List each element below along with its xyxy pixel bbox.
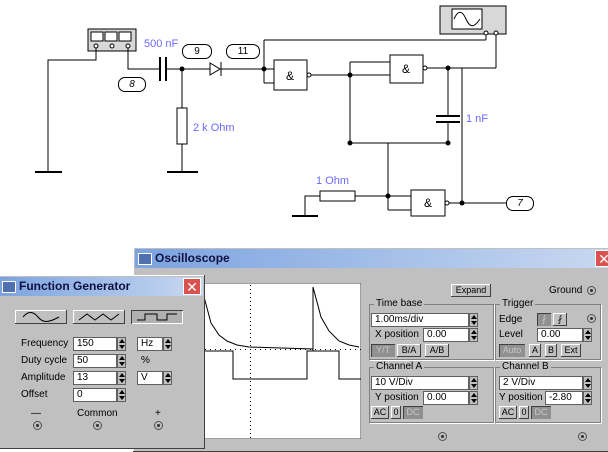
- frequency-label: Frequency: [21, 338, 69, 349]
- channel-b-terminal[interactable]: [578, 432, 587, 441]
- channel-b-trace: [203, 350, 361, 380]
- channel-a-group: Channel A: [369, 361, 494, 423]
- channel-a-scale-field[interactable]: 10 V/Div: [371, 376, 469, 390]
- resistor-r1-label: 2 k Ohm: [193, 122, 235, 134]
- offset-stepper[interactable]: [117, 388, 126, 402]
- plus-terminal-label: +: [155, 408, 161, 419]
- frequency-unit[interactable]: Hz: [137, 337, 163, 351]
- channel-a-ypos-label: Y position: [375, 392, 419, 403]
- capacitor-c1-label: 500 nF: [144, 38, 179, 50]
- amplitude-stepper[interactable]: [117, 371, 126, 385]
- time-base-field[interactable]: 1.00ms/div: [371, 313, 469, 327]
- oscilloscope-title: Oscilloscope: [155, 251, 230, 265]
- channel-a-terminal[interactable]: [438, 432, 447, 441]
- channel-a-dc-button[interactable]: DC: [403, 406, 423, 419]
- oscilloscope-screen: [203, 283, 361, 439]
- time-base-group: Time base: [369, 298, 494, 360]
- sine-wave-icon[interactable]: [15, 310, 67, 324]
- falling-edge-icon[interactable]: ⨏: [553, 313, 567, 326]
- x-position-stepper[interactable]: [469, 328, 478, 342]
- frequency-stepper[interactable]: [117, 337, 126, 351]
- common-terminal-label: Common: [77, 408, 118, 419]
- frequency-unit-stepper[interactable]: [163, 337, 172, 351]
- channel-b-ypos-field[interactable]: -2.80: [545, 391, 583, 405]
- amplitude-unit[interactable]: V: [137, 371, 163, 385]
- channel-b-scale-field[interactable]: 2 V/Div: [499, 376, 583, 390]
- channel-b-ypos-stepper[interactable]: [583, 391, 592, 405]
- channel-b-group: Channel B: [495, 361, 601, 423]
- channel-b-dc-button[interactable]: DC: [531, 406, 551, 419]
- triangle-wave-icon[interactable]: [73, 310, 125, 324]
- channel-a-zero-button[interactable]: 0: [391, 406, 401, 419]
- window-icon: [138, 253, 152, 265]
- duty-cycle-unit: %: [141, 355, 150, 366]
- offset-field[interactable]: 0: [73, 388, 117, 402]
- channel-a-ypos-stepper[interactable]: [469, 391, 478, 405]
- window-icon: [2, 281, 16, 293]
- amplitude-label: Amplitude: [21, 372, 66, 383]
- channel-b-zero-button[interactable]: 0: [519, 406, 529, 419]
- close-icon[interactable]: ✕: [183, 278, 201, 295]
- channel-a-scale-stepper[interactable]: [469, 376, 478, 390]
- minus-terminal[interactable]: [33, 421, 42, 430]
- ground-label: Ground: [549, 285, 583, 296]
- channel-a-ac-button[interactable]: AC: [371, 406, 389, 419]
- resistor-r2-label: 1 Ohm: [316, 175, 350, 187]
- duty-cycle-field[interactable]: 50: [73, 354, 117, 368]
- channel-a-ypos-field[interactable]: 0.00: [423, 391, 469, 405]
- minus-terminal-label: —: [31, 408, 41, 419]
- x-position-label: X position: [375, 329, 419, 340]
- x-position-field[interactable]: 0.00: [423, 328, 469, 342]
- mode-yt-button[interactable]: Y/T: [371, 344, 395, 357]
- trigger-terminal[interactable]: [587, 314, 596, 323]
- level-field[interactable]: 0.00: [537, 328, 583, 342]
- trigger-ext-button[interactable]: Ext: [561, 344, 581, 357]
- node-tag: 7: [506, 196, 534, 211]
- waveform-selector: [15, 310, 183, 324]
- node-tag: 11: [226, 44, 260, 59]
- level-stepper[interactable]: [583, 328, 592, 342]
- mode-ab-button[interactable]: A/B: [425, 344, 449, 357]
- frequency-field[interactable]: 150: [73, 337, 117, 351]
- ground-terminal[interactable]: [587, 286, 596, 295]
- edge-label: Edge: [499, 314, 523, 325]
- close-icon[interactable]: ✕: [595, 250, 608, 267]
- capacitor-c2-label: 1 nF: [466, 113, 489, 125]
- trigger-auto-button[interactable]: Auto: [499, 344, 525, 357]
- trigger-group: Trigger: [495, 298, 601, 360]
- nand-gate-1: &: [286, 69, 294, 83]
- duty-cycle-label: Duty cycle: [21, 355, 68, 366]
- rising-edge-icon[interactable]: ⨏: [537, 313, 551, 326]
- square-wave-icon[interactable]: [131, 310, 183, 324]
- nand-gate-2: &: [402, 62, 410, 76]
- time-base-stepper[interactable]: [469, 313, 478, 327]
- grid-dots: [205, 285, 361, 438]
- common-terminal[interactable]: [93, 421, 102, 430]
- trigger-b-button[interactable]: B: [545, 344, 557, 357]
- oscilloscope-window: Oscilloscope ✕ Expand Ground Time base 1…: [133, 247, 608, 452]
- node-tag: 9: [182, 44, 212, 59]
- nand-gate-3: &: [424, 196, 432, 210]
- channel-b-scale-stepper[interactable]: [583, 376, 592, 390]
- channel-b-ac-button[interactable]: AC: [499, 406, 517, 419]
- duty-cycle-stepper[interactable]: [117, 354, 126, 368]
- channel-a-trace: [203, 286, 360, 351]
- trigger-a-button[interactable]: A: [529, 344, 541, 357]
- function-generator-window: Function Generator ✕ Frequency 150 Hz Du…: [0, 275, 205, 449]
- offset-label: Offset: [21, 389, 48, 400]
- node-tag: 8: [118, 77, 146, 92]
- function-generator-title: Function Generator: [19, 279, 131, 293]
- function-generator-title-bar[interactable]: Function Generator: [0, 277, 203, 296]
- expand-button[interactable]: Expand: [451, 284, 491, 297]
- amplitude-unit-stepper[interactable]: [163, 371, 172, 385]
- channel-b-ypos-label: Y position: [499, 392, 543, 403]
- plus-terminal[interactable]: [154, 421, 163, 430]
- amplitude-field[interactable]: 13: [73, 371, 117, 385]
- oscilloscope-title-bar[interactable]: Oscilloscope: [135, 249, 608, 268]
- level-label: Level: [499, 329, 523, 340]
- mode-ba-button[interactable]: B/A: [397, 344, 421, 357]
